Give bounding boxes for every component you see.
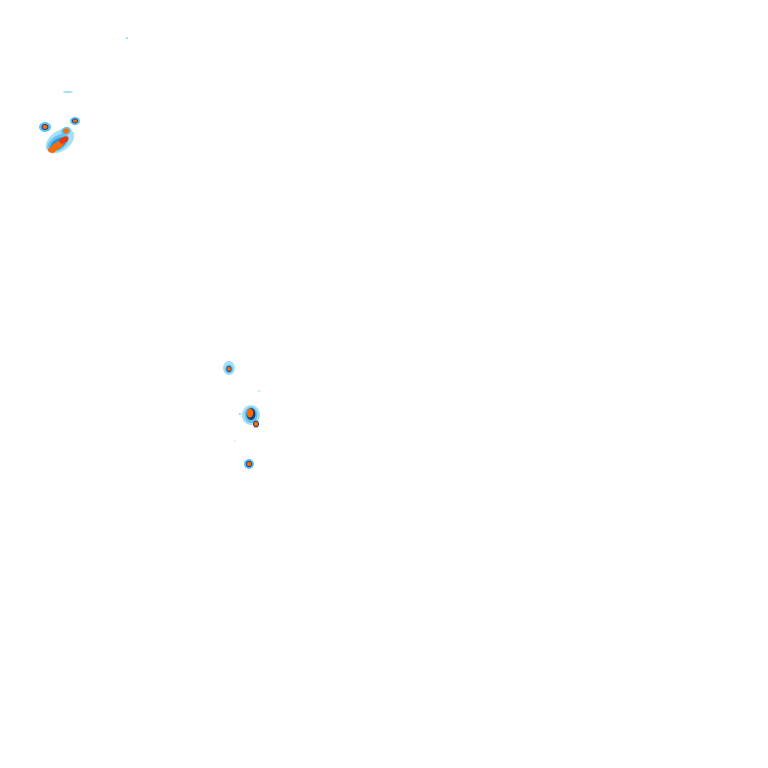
echo-layer-high xyxy=(254,421,258,427)
echo-layer-high xyxy=(42,125,48,129)
echo-speckle xyxy=(234,440,236,442)
echo-speckle xyxy=(238,413,242,415)
echo-layer-high xyxy=(48,147,56,153)
echo-layer-high xyxy=(63,128,69,134)
echo-northwest-northern-cell xyxy=(70,117,80,125)
echo-central-north-cell xyxy=(223,361,235,375)
echo-central-cell xyxy=(242,405,260,428)
echo-central-south-cell xyxy=(244,459,254,469)
echo-speckle xyxy=(243,460,245,462)
echo-speckle xyxy=(257,390,261,392)
echo-speckle xyxy=(63,90,73,94)
echo-layer-high xyxy=(246,408,254,418)
echo-layer-highest xyxy=(59,136,69,144)
echo-speckle xyxy=(125,37,129,39)
echo-northwest-small-cell xyxy=(39,122,51,132)
echo-northwest-main-band xyxy=(45,126,75,154)
echo-layer-high xyxy=(73,119,77,123)
echo-layer-high xyxy=(227,367,231,371)
echo-layer-high xyxy=(246,461,252,467)
